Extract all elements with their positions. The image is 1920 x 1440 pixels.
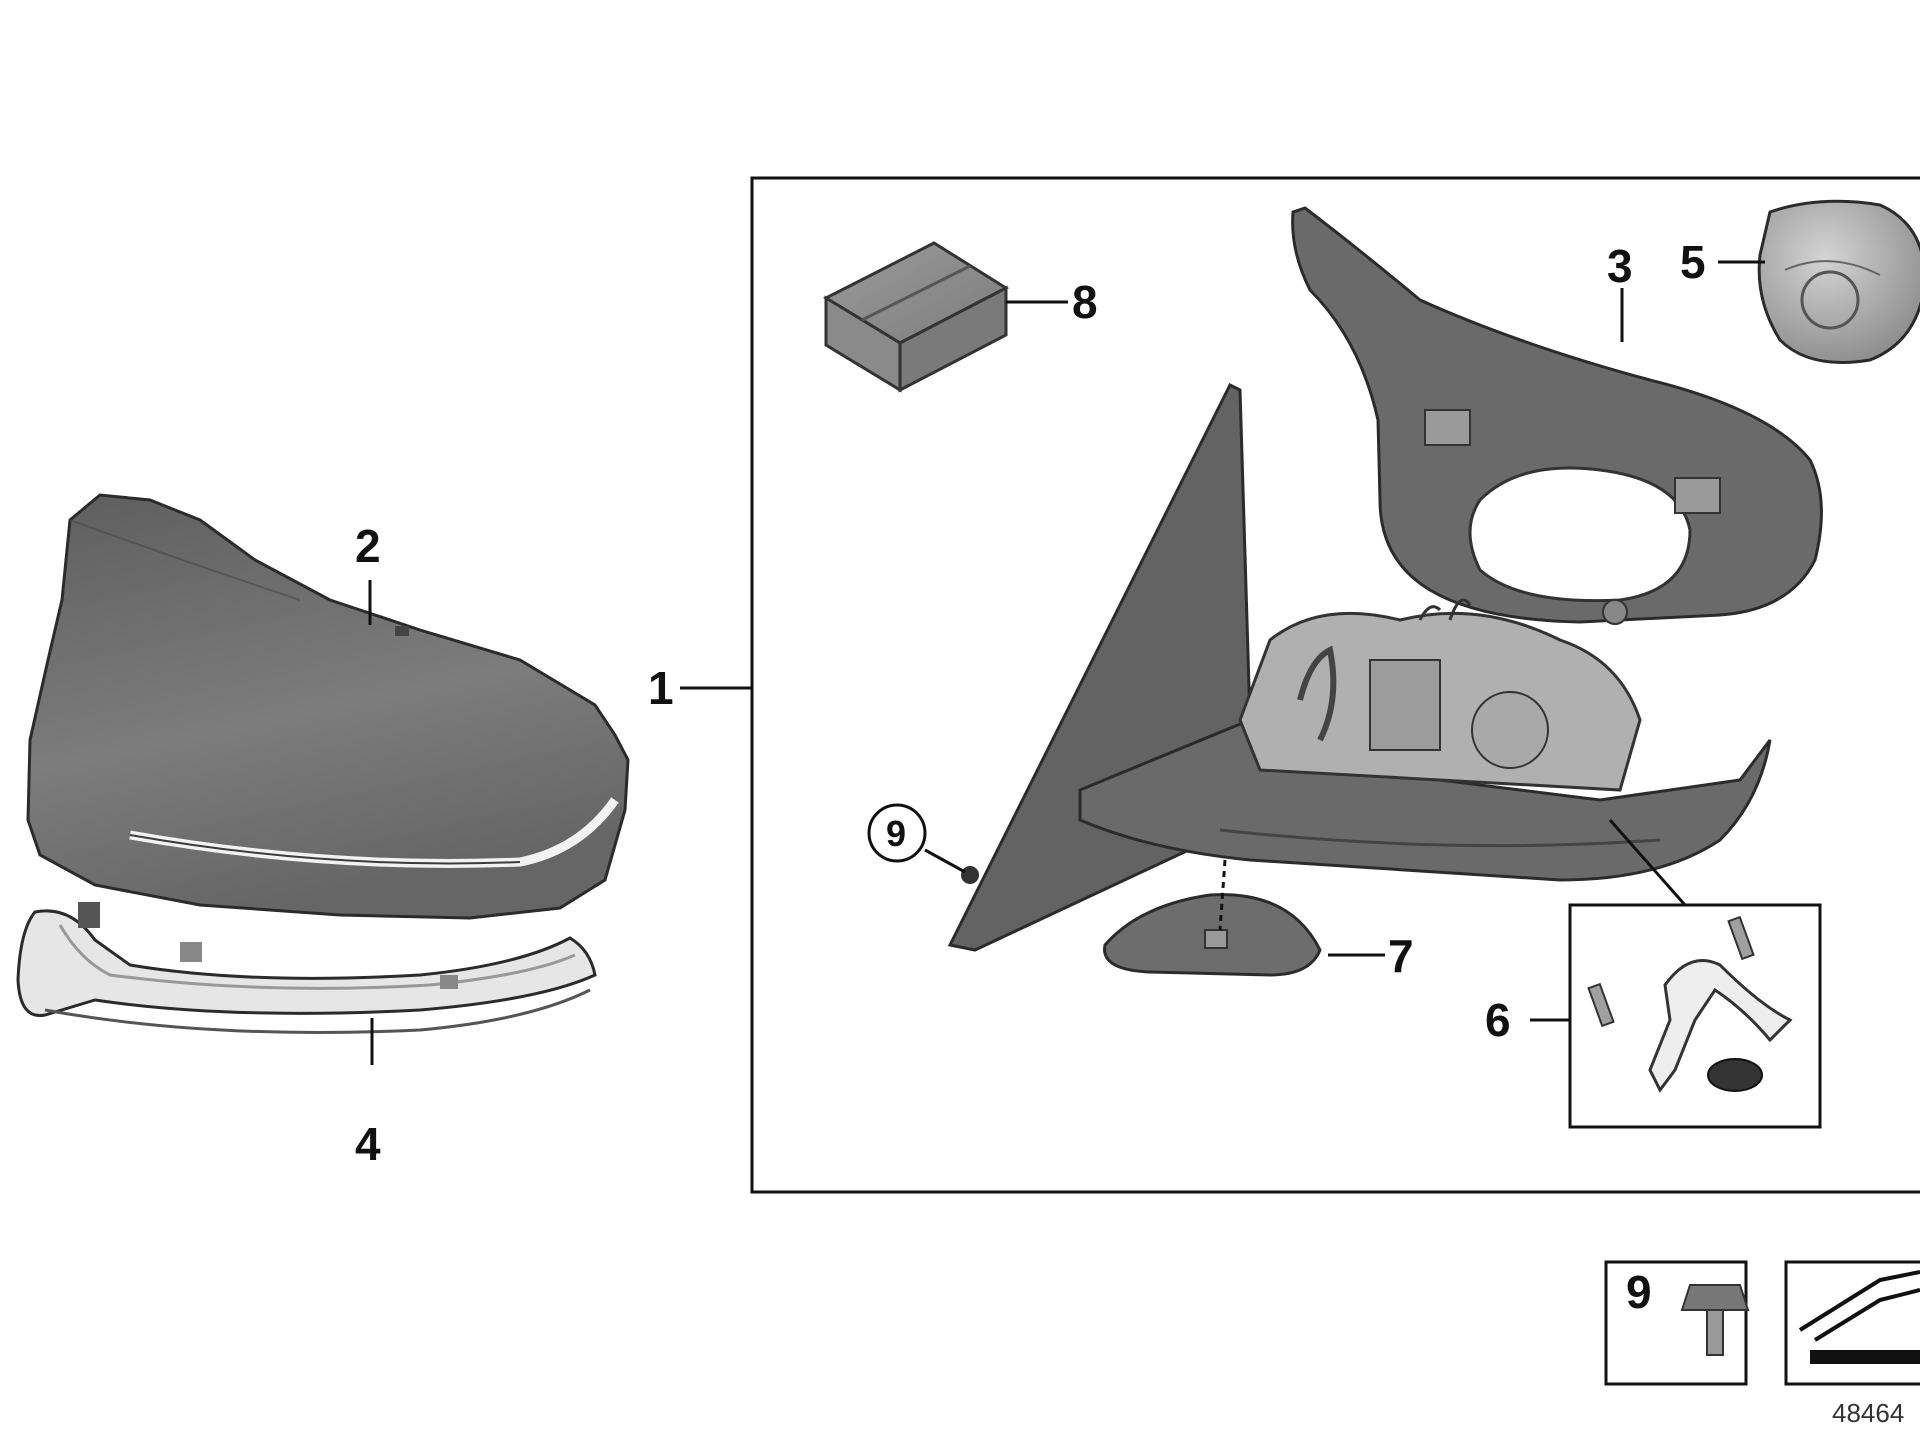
- callout-4: 4: [355, 1118, 381, 1170]
- leader-6b: [1608, 819, 1687, 906]
- base-plate-part: [1103, 893, 1322, 977]
- screw-legend-box: [1604, 1260, 1920, 1386]
- callout-6: 6: [1485, 994, 1511, 1046]
- leader-9: [924, 848, 966, 874]
- callout-2: 2: [355, 520, 381, 572]
- leader-7b: [1218, 859, 1227, 931]
- callout-7: 7: [1388, 930, 1414, 982]
- package-box-part: [822, 241, 1010, 393]
- callout-5: 5: [1680, 236, 1706, 288]
- clip-detail-box: [1568, 903, 1822, 1129]
- callout-9-legend: 9: [1626, 1266, 1652, 1318]
- turn-signal-part: [16, 902, 597, 1034]
- document-number: 48464: [1832, 1398, 1904, 1428]
- callout-8: 8: [1072, 276, 1098, 328]
- callout-3: 3: [1607, 240, 1633, 292]
- mirror-frame-part: [1291, 206, 1823, 625]
- adjust-motor-part: [1757, 199, 1920, 364]
- callout-9: 9: [886, 813, 906, 854]
- assembly-frame: [750, 176, 1920, 1194]
- callout-9-circle: [867, 803, 927, 863]
- callout-1: 1: [648, 662, 674, 714]
- mirror-cap-part: [26, 493, 630, 920]
- mirror-housing-part: [947, 382, 1772, 952]
